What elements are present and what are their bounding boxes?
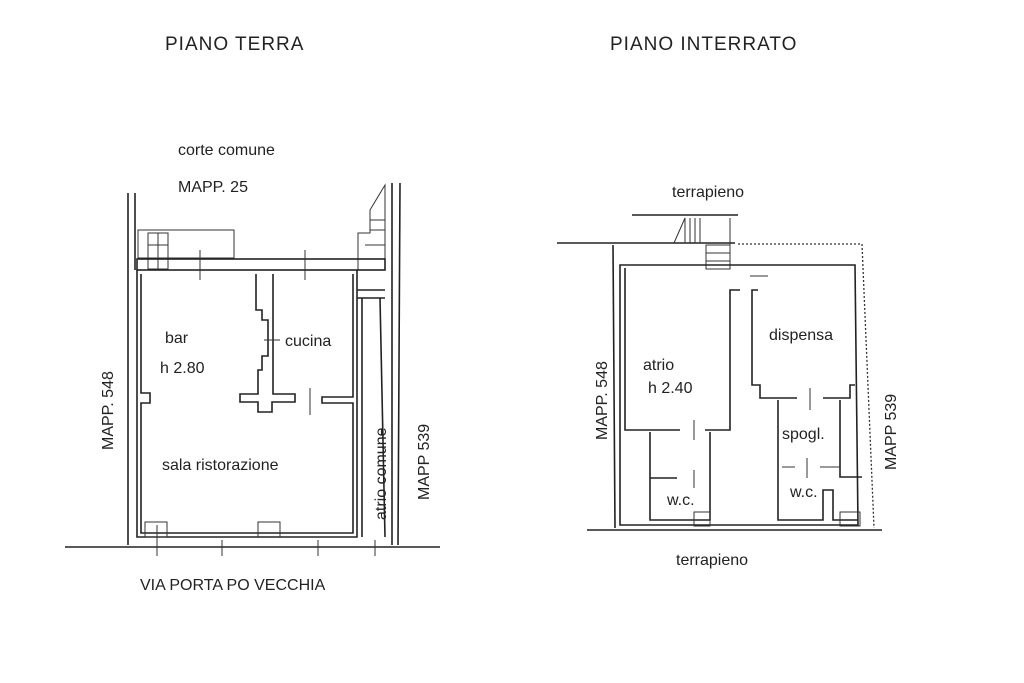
basement-plan: PIANO INTERRATO terrapieno bbox=[557, 34, 900, 569]
ground-floor-walls bbox=[65, 182, 440, 556]
basement-walls bbox=[557, 214, 882, 531]
basement-east-parcel-label: MAPP 539 bbox=[883, 394, 900, 470]
room-label-dining: sala ristorazione bbox=[162, 457, 279, 474]
basement-west-parcel-label: MAPP. 548 bbox=[594, 361, 611, 440]
ground-floor-title: PIANO TERRA bbox=[165, 34, 304, 55]
room-label-bar: bar bbox=[165, 330, 189, 347]
north-label-embankment: terrapieno bbox=[672, 184, 744, 201]
room-label-hall: atrio bbox=[643, 357, 674, 374]
room-label-changing: spogl. bbox=[782, 426, 825, 443]
south-label-embankment: terrapieno bbox=[676, 552, 748, 569]
room-label-wc-left: w.c. bbox=[666, 492, 695, 509]
room-height-hall: h 2.40 bbox=[648, 380, 693, 397]
north-label-courtyard: corte comune bbox=[178, 142, 275, 159]
room-label-kitchen: cucina bbox=[285, 333, 331, 350]
street-label: VIA PORTA PO VECCHIA bbox=[140, 577, 326, 594]
room-label-pantry: dispensa bbox=[769, 327, 833, 344]
east-parcel-label: MAPP 539 bbox=[416, 424, 433, 500]
west-parcel-label: MAPP. 548 bbox=[100, 371, 117, 450]
ground-floor-plan: PIANO TERRA corte comune MAPP. 25 bbox=[65, 34, 440, 594]
room-label-wc-right: w.c. bbox=[789, 484, 818, 501]
north-label-parcel: MAPP. 25 bbox=[178, 179, 248, 196]
room-height-bar: h 2.80 bbox=[160, 360, 205, 377]
basement-title: PIANO INTERRATO bbox=[610, 34, 797, 55]
room-label-common-hall: atrio comune bbox=[373, 427, 390, 520]
